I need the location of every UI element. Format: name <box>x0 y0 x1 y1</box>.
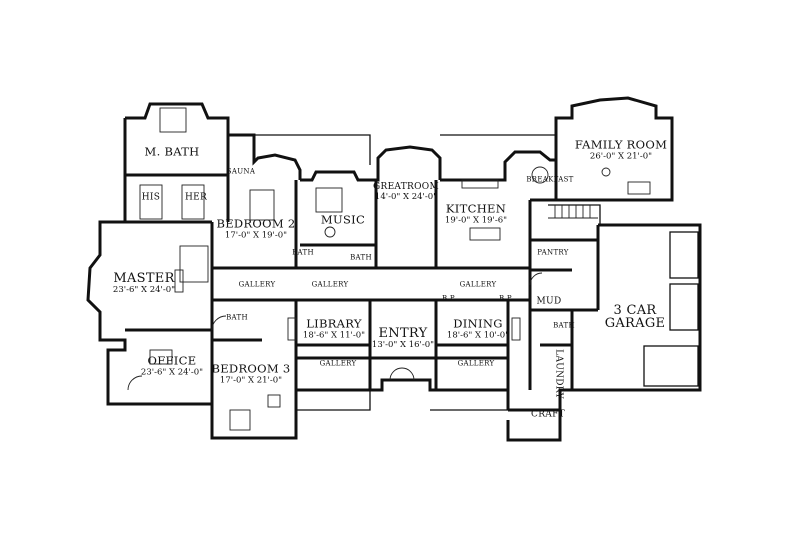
room-label-pantry: PANTRY <box>537 248 569 257</box>
room-label-bp-1: B.P. <box>441 294 457 303</box>
room-label-m-bath: M. BATH <box>144 144 200 159</box>
room-label-kitchen: KITCHEN 19'-0" X 19'-6" <box>444 201 508 225</box>
room-label-bath-4: BATH <box>553 321 575 330</box>
room-label-music: MUSIC <box>320 212 366 227</box>
door-swings <box>127 272 543 391</box>
room-label-family-room: FAMILY ROOM 26'-0" X 21'-0" <box>574 137 668 161</box>
room-label-bath-1: BATH <box>292 248 314 257</box>
room-label-bedroom-3: BEDROOM 3 17'-0" X 21'-0" <box>211 361 291 385</box>
garage-doors <box>643 231 699 387</box>
room-label-laundry: LAUNDRY <box>553 349 564 399</box>
room-label-sauna: SAUNA <box>226 167 256 176</box>
patio-outlines <box>254 134 556 411</box>
furniture <box>139 107 651 431</box>
room-label-breakfast: BREAKFAST <box>526 175 574 184</box>
room-label-office: OFFICE 23'-6" X 24'-0" <box>140 353 204 377</box>
staircase <box>548 204 601 225</box>
room-label-bp-2: B.P. <box>498 294 514 303</box>
room-label-bath-2: BATH <box>350 253 372 262</box>
room-label-master: MASTER 23'-6" X 24'-0" <box>112 270 176 295</box>
room-label-gallery-3: GALLERY <box>459 280 497 289</box>
room-label-gallery-1: GALLERY <box>238 280 276 289</box>
interior-walls <box>125 135 620 412</box>
room-label-craft: CRAFT <box>531 409 565 420</box>
room-label-her: HER <box>184 192 208 203</box>
room-label-bath-3: BATH <box>226 313 248 322</box>
room-label-entry: ENTRY 13'-0" X 16'-0" <box>371 325 435 350</box>
room-label-gallery-5: GALLERY <box>457 359 495 368</box>
room-label-bedroom-2: BEDROOM 2 17'-0" X 19'-0" <box>216 216 296 240</box>
room-label-gallery-2: GALLERY <box>311 280 349 289</box>
room-label-gallery-4: GALLERY <box>319 359 357 368</box>
room-label-mud: MUD <box>536 296 562 307</box>
room-label-library: LIBRARY 18'-6" X 11'-0" <box>302 316 366 340</box>
room-label-his: HIS <box>141 192 161 203</box>
room-label-dining: DINING 18'-6" X 10'-0" <box>446 316 510 340</box>
room-label-garage: 3 CAR GARAGE <box>604 302 666 332</box>
room-label-greatroom: GREATROOM 14'-0" X 24'-0" <box>373 181 439 202</box>
